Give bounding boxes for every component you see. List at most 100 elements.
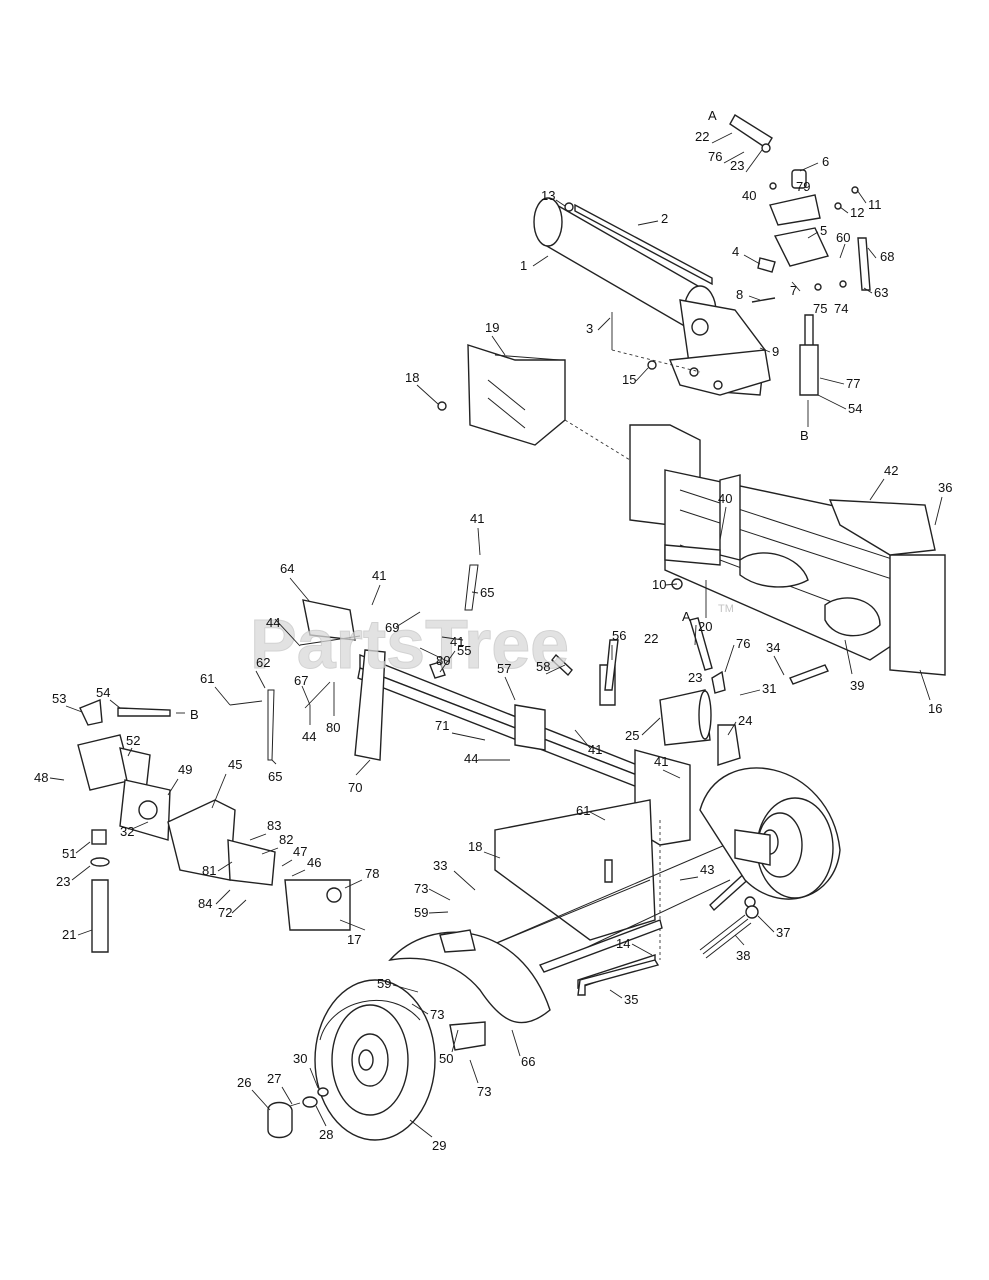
callout-label: 40 — [718, 491, 732, 506]
control-valve — [729, 114, 871, 396]
callout-label: 56 — [612, 628, 626, 643]
watermark-trademark: TM — [718, 603, 734, 615]
callout-label: 55 — [457, 643, 471, 658]
callout-label: 41 — [654, 754, 668, 769]
callout-label: 80 — [326, 720, 340, 735]
callout-label: 44 — [302, 729, 316, 744]
callout-label: 12 — [850, 205, 864, 220]
callout-label: 32 — [120, 824, 134, 839]
callout-labels: A 22 76 23 6 40 79 12 11 13 2 1 4 5 60 6… — [34, 108, 952, 1153]
callout-label: 42 — [884, 463, 898, 478]
callout-label: 65 — [480, 585, 494, 600]
splitting-beam — [629, 424, 946, 685]
callout-label: 4 — [732, 244, 739, 259]
callout-label: 58 — [536, 659, 550, 674]
callout-label: 78 — [365, 866, 379, 881]
callout-label: 61 — [200, 671, 214, 686]
fender-left — [388, 929, 551, 1051]
callout-label: 67 — [294, 673, 308, 688]
callout-label: 24 — [738, 713, 752, 728]
callout-label: 31 — [762, 681, 776, 696]
callout-label: 49 — [178, 762, 192, 777]
callout-label: 33 — [433, 858, 447, 873]
callout-label: 13 — [541, 188, 555, 203]
callout-label: 9 — [772, 344, 779, 359]
callout-label: 57 — [497, 661, 511, 676]
callout-label: 41 — [372, 568, 386, 583]
callout-label: 1 — [520, 258, 527, 273]
callout-label: 40 — [742, 188, 756, 203]
wheel-left — [267, 979, 436, 1141]
hydraulic-cylinder — [533, 197, 771, 396]
callout-label: 72 — [218, 905, 232, 920]
callout-label: 20 — [698, 619, 712, 634]
callout-label: 23 — [688, 670, 702, 685]
callout-label: 7 — [790, 283, 797, 298]
callout-label: 19 — [485, 320, 499, 335]
callout-label: 61 — [576, 803, 590, 818]
callout-label: 60 — [836, 230, 850, 245]
callout-label: 25 — [625, 728, 639, 743]
callout-label: 14 — [616, 936, 630, 951]
callout-label: 36 — [938, 480, 952, 495]
callout-label: 28 — [319, 1127, 333, 1142]
callout-label: 34 — [766, 640, 780, 655]
callout-label: 73 — [430, 1007, 444, 1022]
callout-label: 18 — [405, 370, 419, 385]
callout-label: 83 — [267, 818, 281, 833]
callout-label: B — [800, 428, 809, 443]
callout-label: 8 — [736, 287, 743, 302]
callout-label: 64 — [280, 561, 294, 576]
callout-label: 79 — [796, 179, 810, 194]
callout-label: B — [190, 707, 199, 722]
callout-label: 41 — [450, 634, 464, 649]
callout-label: 62 — [256, 655, 270, 670]
callout-label: 69 — [385, 620, 399, 635]
callout-label: 80 — [436, 653, 450, 668]
callout-label: 59 — [377, 976, 391, 991]
callout-label: 59 — [414, 905, 428, 920]
callout-label: 53 — [52, 691, 66, 706]
callout-label: 2 — [661, 211, 668, 226]
callout-label: 54 — [96, 685, 110, 700]
callout-label: 10 — [652, 577, 666, 592]
callout-label: 38 — [736, 948, 750, 963]
callout-label: 54 — [848, 401, 862, 416]
callout-label: 43 — [700, 862, 714, 877]
callout-label: 74 — [834, 301, 848, 316]
callout-label: 73 — [414, 881, 428, 896]
callout-label: 44 — [464, 751, 478, 766]
callout-label: 81 — [202, 863, 216, 878]
callout-label: 11 — [868, 197, 882, 212]
callout-label: 39 — [850, 678, 864, 693]
callout-label: 63 — [874, 285, 888, 300]
callout-label: 77 — [846, 376, 860, 391]
callout-label: 68 — [880, 249, 894, 264]
callout-label: 65 — [268, 769, 282, 784]
callout-label: 76 — [736, 636, 750, 651]
beam-mount-bracket — [437, 344, 631, 461]
callout-label: 16 — [928, 701, 942, 716]
callout-label: 37 — [776, 925, 790, 940]
callout-label: A — [682, 609, 691, 624]
callout-label: A — [708, 108, 717, 123]
callout-label: 30 — [293, 1051, 307, 1066]
callout-label: 47 — [293, 844, 307, 859]
callout-label: 23 — [56, 874, 70, 889]
callout-label: 35 — [624, 992, 638, 1007]
callout-label: 21 — [62, 927, 76, 942]
callout-label: 73 — [477, 1084, 491, 1099]
callout-label: 41 — [588, 742, 602, 757]
hydraulic-pump — [77, 699, 366, 953]
callout-label: 46 — [307, 855, 321, 870]
callout-label: 22 — [644, 631, 658, 646]
callout-label: 6 — [822, 154, 829, 169]
cylinder-hardware — [611, 182, 859, 373]
callout-label: 23 — [730, 158, 744, 173]
callout-label: 50 — [439, 1051, 453, 1066]
callout-label: 70 — [348, 780, 362, 795]
callout-label: 82 — [279, 832, 293, 847]
callout-label: 76 — [708, 149, 722, 164]
callout-label: 75 — [813, 301, 827, 316]
